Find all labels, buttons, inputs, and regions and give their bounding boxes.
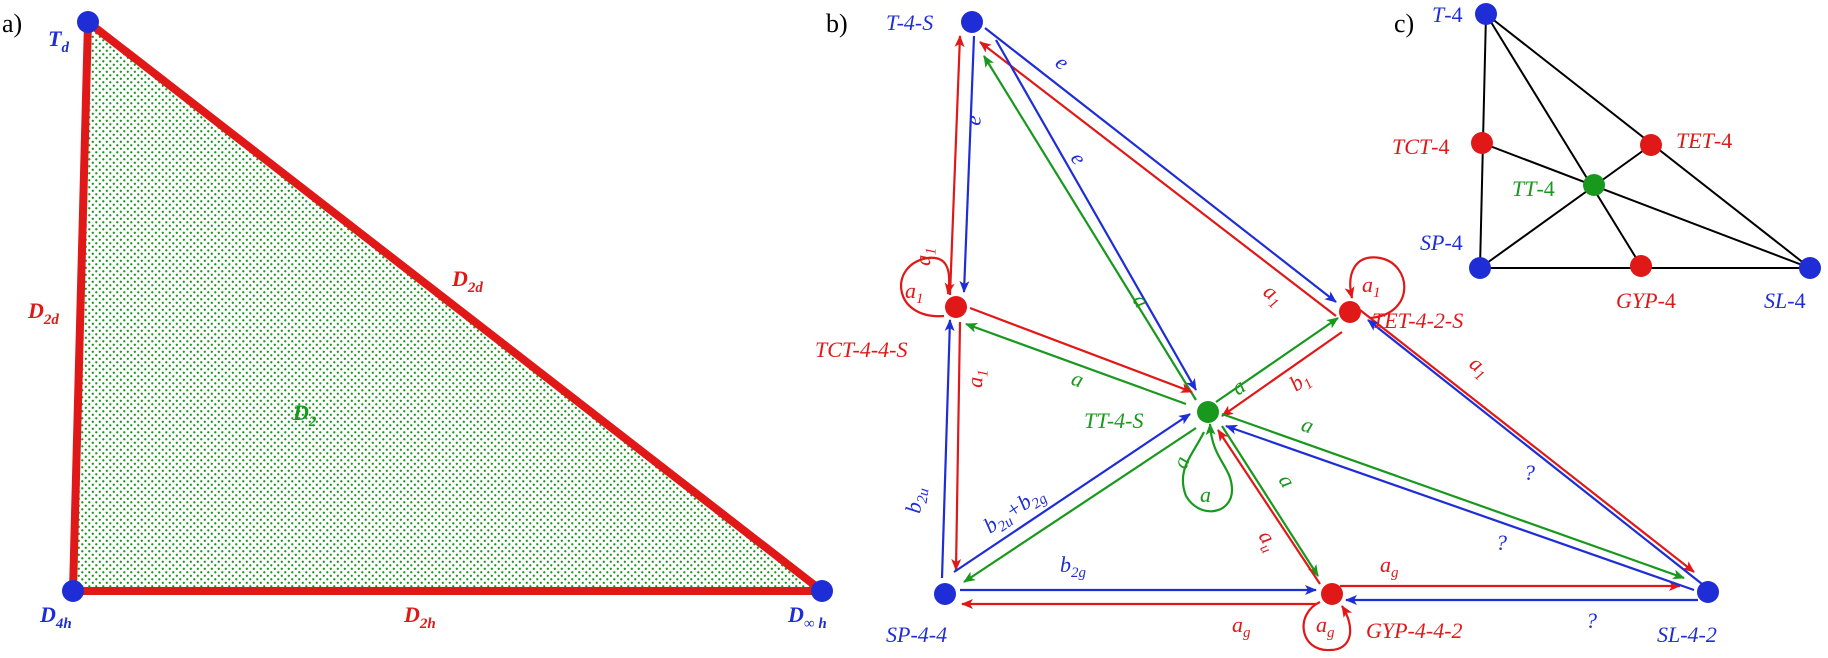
node-c-gyp: [1630, 255, 1652, 277]
node-sl-4-2: [1697, 581, 1719, 603]
arrow-t-to-tet: [984, 27, 1337, 303]
label-q1: ?: [1524, 460, 1535, 485]
label-node-tt-4-s: TT-4-S: [1084, 408, 1144, 433]
label-c-tet: TET-4: [1676, 128, 1732, 153]
label-a1-loop-tet: a1: [1362, 272, 1381, 301]
node-c-sl: [1799, 257, 1821, 279]
arrow-tet-to-tt: [1221, 331, 1343, 417]
node-c-tct: [1471, 132, 1493, 154]
panel-b-arrows: [900, 27, 1703, 652]
label-ag-top: ag: [1380, 552, 1399, 581]
label-ag-loop: ag: [1316, 612, 1335, 641]
arrow-tet-to-sl: [1359, 309, 1695, 573]
panel-a-letter: a): [2, 9, 22, 38]
loop-tct: [900, 256, 955, 318]
edge-left: [69, 18, 92, 595]
node-sp-4-4: [934, 583, 956, 605]
label-a-tt-sl: a: [1298, 411, 1317, 438]
label-a-tt-gyp: a: [1274, 469, 1301, 492]
arrow-tct-to-tt: [969, 306, 1193, 394]
panel-b: b): [815, 9, 1719, 652]
label-node-gyp-4-4-2: GYP-4-4-2: [1366, 618, 1463, 643]
node-tt-4-s: [1197, 401, 1219, 423]
label-a1-tct-down: a1: [962, 369, 992, 389]
arrow-tt-to-t: [983, 55, 1197, 401]
node-gyp-4-4-2: [1321, 583, 1343, 605]
label-e-top: e: [1051, 49, 1074, 75]
panel-a: a) Td D4h D∞ h D2d D2d D2h D2: [2, 9, 833, 632]
arrow-tet-to-t: [979, 41, 1337, 317]
arrow-tct-to-sp: [951, 321, 962, 571]
label-a1-loop-tct: a1: [905, 278, 924, 307]
label-e-left: e: [960, 114, 986, 127]
edge-t-gyp: [1485, 13, 1642, 267]
vertex-dinfh: [811, 580, 833, 602]
label-a1-tet-sl: a1: [1462, 350, 1494, 384]
edge-tct-sl: [1481, 142, 1811, 269]
label-e-diag: e: [1066, 147, 1093, 169]
label-node-sp-4-4: SP-4-4: [886, 622, 947, 647]
vertex-d4h: [62, 580, 84, 602]
panel-c-letter: c): [1394, 9, 1414, 38]
label-c-tct: TCT-4: [1392, 134, 1449, 159]
node-c-tet: [1640, 134, 1662, 156]
loop-tet: [1344, 256, 1406, 320]
label-c-gyp: GYP-4: [1616, 288, 1676, 313]
node-tet-4-2-s: [1339, 301, 1361, 323]
label-edge-left: D2d: [27, 298, 59, 328]
node-tct-4-4-s: [945, 296, 967, 318]
arrow-tct-to-t: [948, 35, 965, 296]
label-node-t-4-s: T-4-S: [886, 10, 933, 35]
edge-hypotenuse: [84, 18, 826, 595]
label-edge-hyp: D2d: [451, 266, 483, 296]
vertex-td: [77, 11, 99, 33]
label-a-tt-tet: a: [1227, 373, 1250, 400]
label-a-tct-tt: a: [1068, 365, 1087, 392]
arrow-sp-to-tct: [940, 319, 955, 579]
arrow-tt-to-sl: [1221, 412, 1685, 580]
node-c-sp: [1469, 257, 1491, 279]
arrow-t-to-tct: [959, 35, 976, 293]
node-c-tt: [1583, 174, 1605, 196]
label-au: au: [1250, 525, 1284, 556]
label-td: Td: [48, 26, 69, 56]
label-d4h: D4h: [39, 602, 72, 632]
arrow-tt-to-tet: [1215, 317, 1339, 403]
label-c-sl: SL-4: [1764, 288, 1806, 313]
loop-gyp: [1302, 601, 1353, 652]
node-c-t: [1475, 3, 1497, 25]
arrow-gyp-to-tt: [1217, 429, 1321, 585]
triangle-edges: [69, 18, 826, 595]
arrow-tt-to-gyp: [1221, 425, 1319, 577]
label-node-tet-4-2-s: TET-4-2-S: [1372, 308, 1463, 333]
label-b2u: b2u: [900, 485, 932, 515]
label-edge-bottom: D2h: [403, 602, 436, 632]
label-b2g: b2g: [1060, 552, 1087, 581]
label-q3: ?: [1586, 608, 1597, 633]
arrow-sp-to-tt: [953, 413, 1191, 573]
label-dinfh: D∞ h: [787, 602, 827, 632]
label-node-sl-4-2: SL-4-2: [1657, 622, 1717, 647]
node-t-4-s: [961, 11, 983, 33]
panel-b-letter: b): [826, 9, 848, 38]
arrow-sl-to-tt: [1225, 424, 1695, 592]
edge-tet-sp: [1479, 144, 1652, 269]
label-c-tt: TT-4: [1512, 176, 1555, 201]
label-c-sp: SP-4: [1420, 230, 1463, 255]
panel-c: c) T-4 TCT-4 TET-4 TT-4 SP-4 GYP-4 SL-4: [1392, 2, 1821, 313]
label-c-t: T-4: [1432, 2, 1463, 27]
label-q2: ?: [1496, 530, 1507, 555]
label-a1-left: a1: [910, 247, 940, 267]
label-a1-diag-upper: a1: [1256, 278, 1288, 312]
arrow-sl-to-tet: [1367, 319, 1703, 585]
label-interior: D2: [292, 400, 317, 430]
label-node-tct-4-4-s: TCT-4-4-S: [815, 337, 908, 362]
loop-tt: [1181, 423, 1234, 513]
arrow-tt-to-tct: [965, 322, 1187, 406]
label-a-loop-tt: a: [1200, 482, 1211, 507]
arrow-tt-to-sp: [963, 427, 1197, 583]
label-ag-bottom: ag: [1232, 612, 1251, 641]
arrow-t-to-tt: [995, 39, 1197, 391]
